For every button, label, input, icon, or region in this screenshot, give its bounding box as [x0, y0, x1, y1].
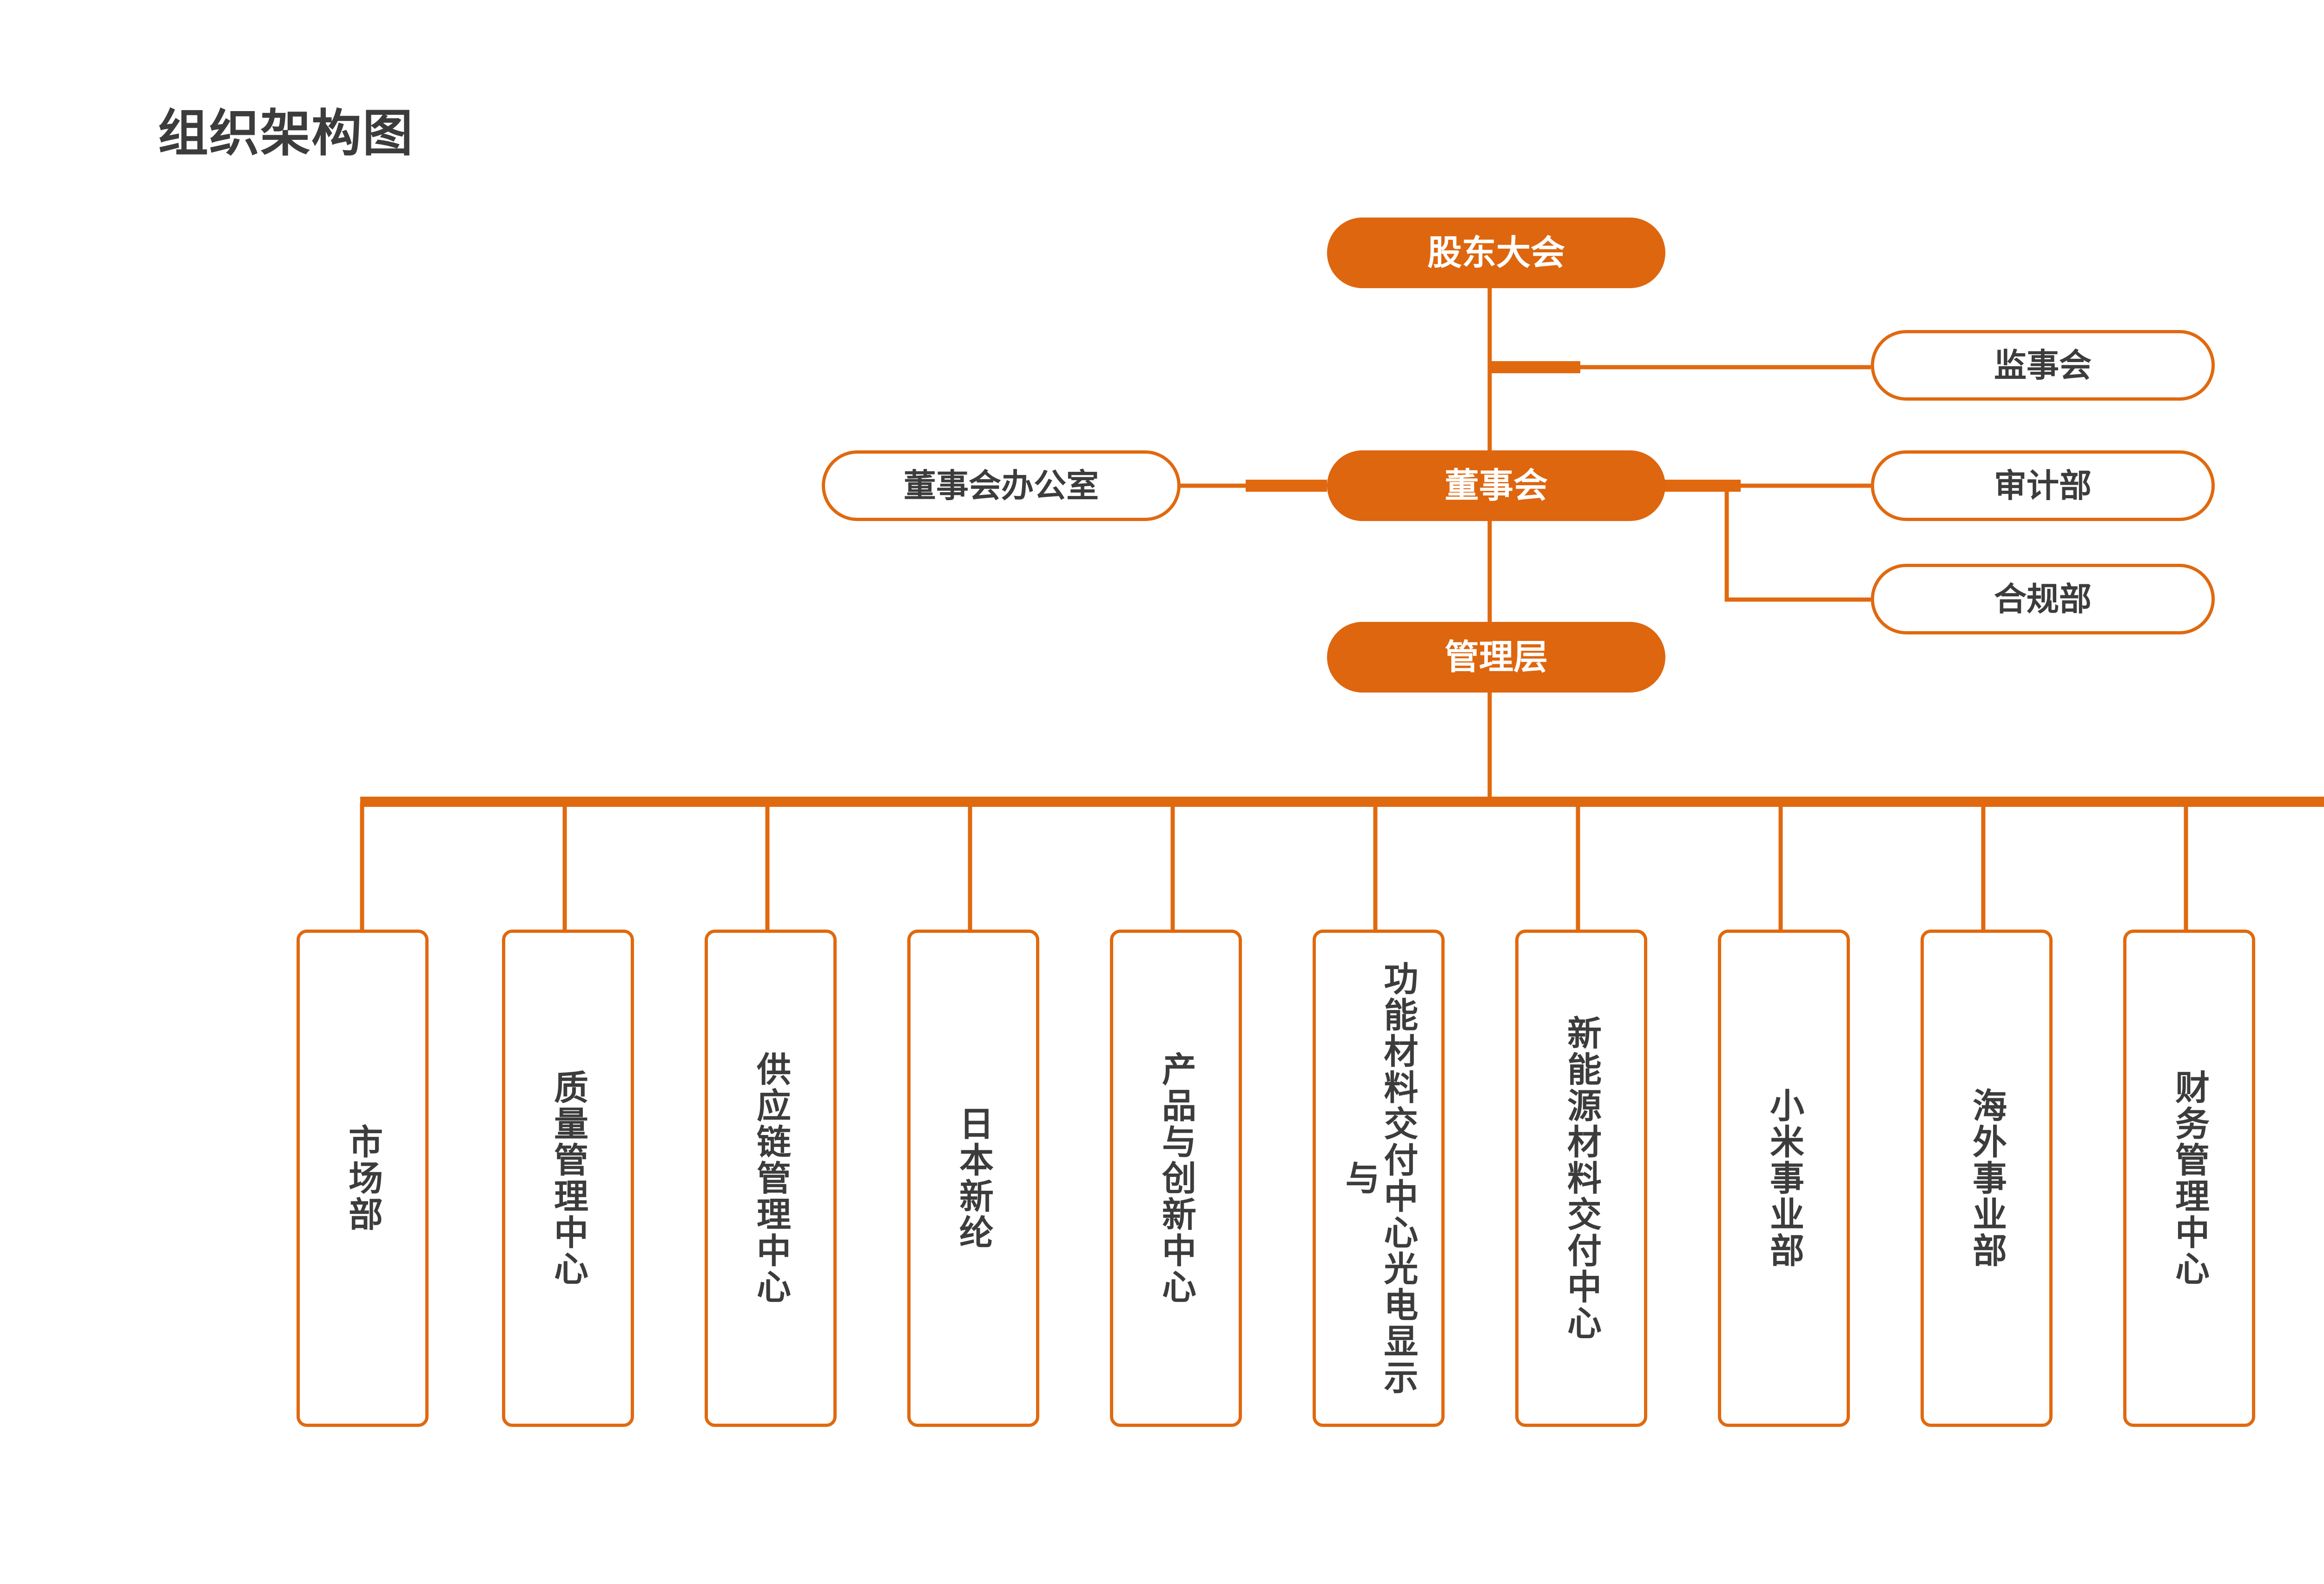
dept-box-2[interactable]: 质量管理中心 — [502, 930, 634, 1427]
node-audit-department[interactable]: 审计部 — [1871, 450, 2215, 521]
node-management[interactable]: 管理层 — [1327, 622, 1665, 693]
node-label: 管理层 — [1445, 638, 1548, 677]
node-label: 监事会 — [1994, 347, 2092, 383]
dept-box-6[interactable]: 功能材料交付中心光电显示与 — [1313, 930, 1445, 1427]
dept-label: 市场部 — [343, 1124, 383, 1233]
node-label: 董事会 — [1445, 466, 1548, 505]
edge-board-compliance — [1724, 488, 1871, 602]
dept-label: 新能源材料交付中心 — [1562, 1015, 1601, 1341]
node-board-office[interactable]: 董事会办公室 — [822, 450, 1181, 521]
dept-box-3[interactable]: 供应链管理中心 — [705, 930, 837, 1427]
dept-label: 产品与创新中心 — [1157, 1051, 1196, 1305]
node-label: 董事会办公室 — [904, 467, 1099, 504]
node-compliance-department[interactable]: 合规部 — [1871, 564, 2215, 634]
node-label: 股东大会 — [1427, 233, 1565, 272]
dept-label: 小米事业部 — [1765, 1088, 1804, 1269]
node-label: 审计部 — [1994, 467, 2092, 504]
page-title: 组织架构图 — [158, 105, 414, 161]
dept-box-7[interactable]: 新能源材料交付中心 — [1515, 930, 1647, 1427]
dept-box-8[interactable]: 小米事业部 — [1718, 930, 1850, 1427]
node-supervisory-board[interactable]: 监事会 — [1871, 330, 2215, 401]
dept-label: 供应链管理中心 — [752, 1051, 791, 1305]
dept-box-9[interactable]: 海外事业部 — [1921, 930, 2053, 1427]
node-shareholders-meeting[interactable]: 股东大会 — [1327, 218, 1665, 288]
node-board-of-directors[interactable]: 董事会 — [1327, 450, 1665, 521]
dept-box-5[interactable]: 产品与创新中心 — [1110, 930, 1242, 1427]
dept-label: 财务管理中心 — [2170, 1069, 2209, 1287]
dept-label: 海外事业部 — [1967, 1088, 2007, 1269]
dept-label: 质量管理中心 — [549, 1069, 588, 1287]
dept-label: 日本新纶 — [954, 1106, 993, 1251]
dept-box-4[interactable]: 日本新纶 — [907, 930, 1039, 1427]
node-label: 合规部 — [1994, 581, 2092, 617]
dept-label: 功能材料交付中心光电显示与 — [1340, 961, 1418, 1396]
dept-box-1[interactable]: 市场部 — [297, 930, 429, 1427]
dept-box-10[interactable]: 财务管理中心 — [2123, 930, 2255, 1427]
